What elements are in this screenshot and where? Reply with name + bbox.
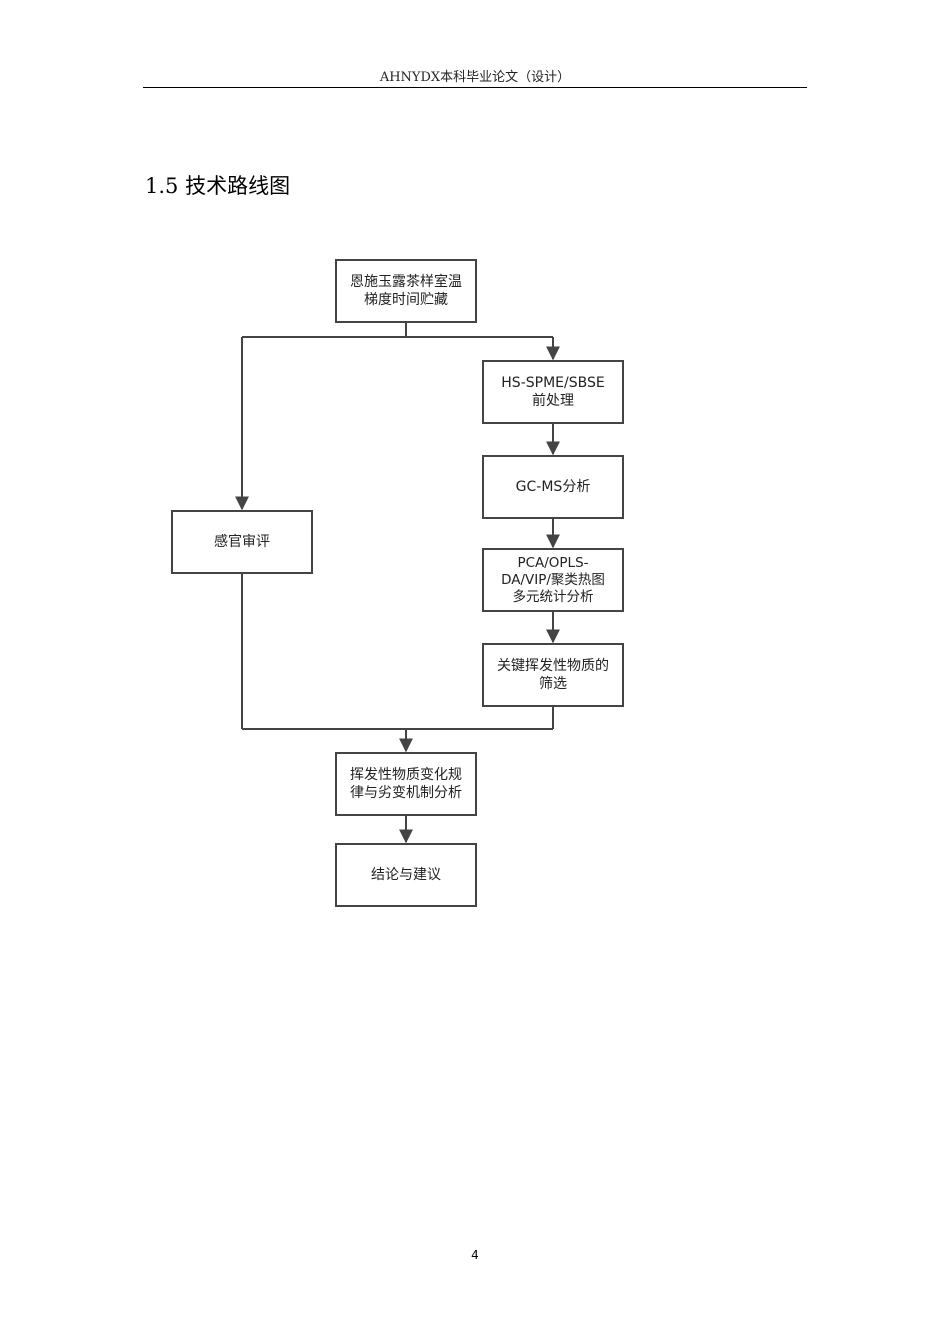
node-sensory: 感官审评 (171, 510, 313, 574)
node-gcms: GC-MS分析 (482, 455, 624, 519)
node-pretreatment: HS-SPME/SBSE 前处理 (482, 360, 624, 424)
header-rule (143, 87, 807, 88)
section-title: 1.5 技术路线图 (145, 174, 291, 198)
node-storage: 恩施玉露茶样室温 梯度时间贮藏 (335, 259, 477, 323)
node-conclusion: 结论与建议 (335, 843, 477, 907)
page-number: 4 (471, 1248, 479, 1262)
node-mechanism: 挥发性物质变化规 律与劣变机制分析 (335, 752, 477, 816)
running-header: AHNYDX本科毕业论文（设计） (379, 70, 571, 85)
node-screening: 关键挥发性物质的 筛选 (482, 643, 624, 707)
node-multivariate: PCA/OPLS- DA/VIP/聚类热图 多元统计分析 (482, 548, 624, 612)
